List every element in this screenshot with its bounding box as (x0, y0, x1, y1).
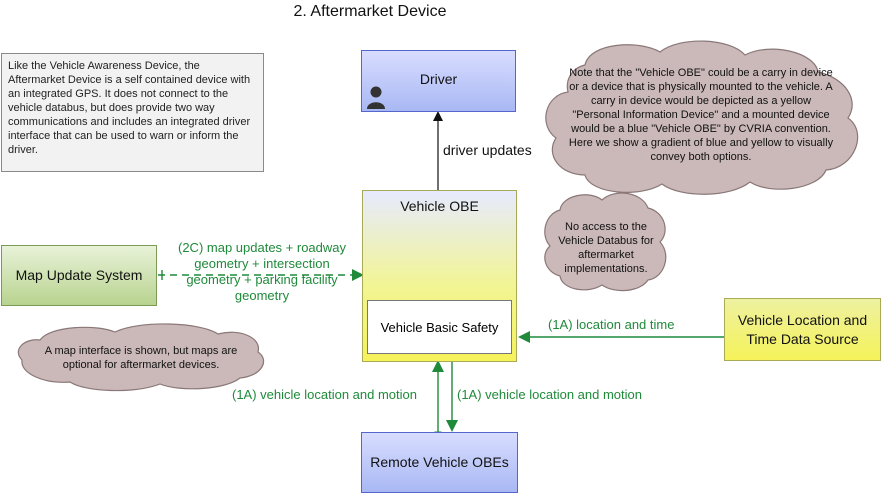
driver-label: Driver (419, 71, 458, 87)
map-update-system-label: Map Update System (15, 267, 143, 283)
cloud-map-note (17, 323, 264, 392)
vehicle-location-source-label: Vehicle Location and Time Data Source (737, 312, 868, 347)
cloud-obe-note (545, 40, 859, 195)
flow-label-driver-updates: driver updates (443, 142, 532, 158)
cloud-databus-note (544, 192, 667, 292)
databus-note-text: No access to the Vehicle Databus for aft… (558, 221, 654, 275)
flow-label-motion-down: (1A) vehicle location and motion (457, 387, 642, 402)
obe-note-text: Note that the "Vehicle OBE" could be a c… (568, 67, 834, 163)
flow-label-motion-up: (1A) vehicle location and motion (232, 387, 417, 402)
map-update-system-node[interactable]: Map Update System (1, 245, 157, 306)
vehicle-location-source-node[interactable]: Vehicle Location and Time Data Source (724, 298, 881, 361)
map-note-text: A map interface is shown, but maps are o… (44, 345, 238, 371)
vehicle-obe-label: Vehicle OBE (400, 198, 479, 214)
driver-node[interactable]: Driver (361, 50, 516, 112)
diagram-title: 2. Aftermarket Device (293, 3, 447, 20)
remote-vehicle-obes-node[interactable]: Remote Vehicle OBEs (361, 432, 518, 493)
vehicle-basic-safety-node[interactable]: Vehicle Basic Safety (367, 300, 512, 354)
remote-vehicle-obes-label: Remote Vehicle OBEs (370, 454, 509, 470)
flow-label-map-updates: (2C) map updates + roadway geometry + in… (178, 240, 347, 303)
person-icon (367, 86, 385, 109)
flow-label-location-time: (1A) location and time (548, 317, 675, 332)
description-note: Like the Vehicle Awareness Device, the A… (1, 53, 264, 172)
vehicle-basic-safety-label: Vehicle Basic Safety (380, 319, 499, 335)
